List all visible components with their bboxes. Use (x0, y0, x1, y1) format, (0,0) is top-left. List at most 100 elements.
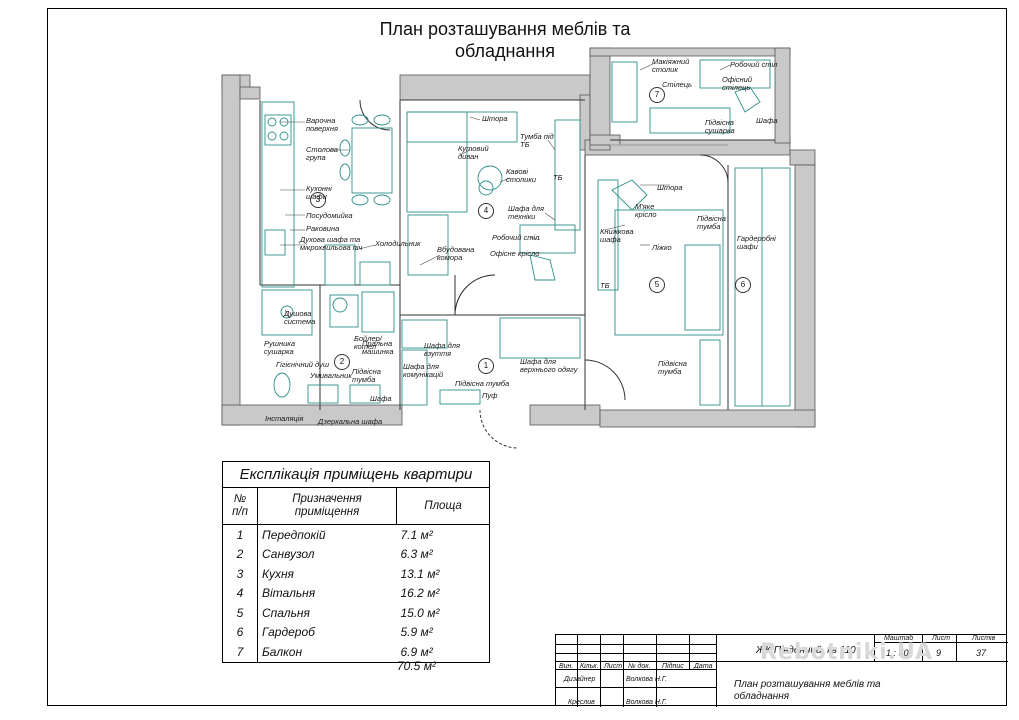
explication-row: 5 Спальня 15.0 м² (223, 603, 489, 623)
col-name: Призначення приміщення (257, 488, 397, 525)
label-pralna: Пральна машинка (362, 339, 394, 356)
explication-row: 7 Балкон 6.9 м² (223, 642, 489, 662)
wall-segment (221, 74, 241, 426)
drawing-frame (47, 8, 1007, 706)
page-title: План розташування меблів та обладнання (379, 19, 631, 61)
explication-cell-n: 4 (223, 583, 258, 603)
sheets-value: 37 (976, 648, 987, 658)
explication-grid: № п/п Призначення приміщення Площа 1 Пере… (223, 488, 489, 662)
label-varochna: Варочна поверхня (306, 116, 339, 133)
wall-segment (794, 164, 816, 428)
label-pidvisna-tumba-1: Підвісна тумба (352, 367, 381, 384)
project-name: ЖК Південний, кв 110 (756, 645, 856, 656)
explication-cell-n: 7 (223, 642, 258, 662)
label-kholod: Холодильник (375, 239, 421, 248)
wall-segment (399, 74, 591, 101)
explication-cell-area: 7.1 м² (400, 527, 433, 542)
label-ofisnyi-st: Офісний стілець (722, 75, 752, 92)
label-lizhko: Ліжко (652, 243, 672, 252)
label-posud: Посудомийка (306, 211, 353, 220)
label-shafa-verkh: Шафа для верхнього одягу (520, 357, 578, 374)
wall-segment (789, 149, 816, 166)
label-pidvisna-tumba-2: Підвісна тумба (697, 214, 726, 231)
label-stilets: Стілець (662, 80, 692, 89)
room-number: 6 (735, 277, 751, 293)
label-instal: Інсталяція (265, 414, 304, 423)
explication-cell-area: 6.3 м² (400, 547, 433, 562)
label-rakovyna: Раковина (306, 224, 340, 233)
label-tb-2: ТБ (600, 281, 610, 290)
room-number: 7 (649, 87, 665, 103)
sheet-value: 9 (936, 648, 942, 658)
label-shafa-tekhn: Шафа для техніки (508, 204, 544, 221)
title-block: Вин. Кільк. Лист № док. Підпис Дата Диза… (555, 634, 1008, 707)
explication-cell-n: 6 (223, 622, 258, 642)
explication-row: 6 Гардероб 5.9 м² (223, 622, 489, 642)
label-pidvisna-tumba-3: Підвісна тумба (658, 359, 687, 376)
wall-segment (221, 404, 403, 426)
explication-cell-name: Вітальня (262, 586, 316, 601)
explication-table: Експлікація приміщень квартири № п/п При… (222, 461, 490, 663)
explication-cell-name: Балкон (262, 644, 303, 659)
explication-cell-area: 15.0 м² (400, 605, 440, 620)
drawing-name: План розташування меблів та обладнання (734, 679, 881, 702)
label-puf: Пуф (482, 391, 498, 400)
explication-cell-name: Передпокій (262, 527, 326, 542)
wall-segment (239, 86, 261, 100)
label-umyv: Умивальник (310, 371, 352, 380)
explication-cell-area: 13.1 м² (400, 566, 440, 581)
explication-cell-n: 5 (223, 603, 258, 623)
explication-cell-n: 3 (223, 564, 258, 584)
explication-cell-n: 1 (223, 524, 258, 545)
wall-segment (529, 404, 601, 426)
explication-header-row: № п/п Призначення приміщення Площа (223, 488, 489, 525)
label-dukhova: Духова шафа та мікрохвильова піч (300, 235, 363, 252)
label-robochyi-1: Робочий стіл (492, 233, 540, 242)
label-shafa-small: Шафа (370, 394, 392, 403)
col-area: Площа (396, 488, 489, 525)
label-shafa-komun: Шафа для комунікацій (403, 362, 444, 379)
explication-row: 2 Санвузол 6.3 м² (223, 544, 489, 564)
wall-segment (599, 409, 816, 428)
label-shafa-vzuttya: Шафа для взуття (424, 341, 460, 358)
wall-segment (774, 47, 791, 144)
label-makiyazh: Макіяжний столик (652, 57, 690, 74)
label-pidvisna-tumba: Підвісна тумба (455, 379, 510, 388)
label-stolova: Столова група (306, 145, 338, 162)
room-number: 4 (478, 203, 494, 219)
label-myake: М'яке крісло (635, 202, 657, 219)
watermark: Rebotniki.UA (760, 640, 934, 665)
explication-cell-name: Санвузол (262, 547, 315, 562)
explication-cell-name: Спальня (262, 605, 310, 620)
label-pidvisna-sush: Підвісна сушарка (705, 118, 735, 135)
label-garderob: Гардеробні шафи (737, 234, 776, 251)
label-robochyi-2: Робочий стіл (730, 60, 778, 69)
label-tumba-tv: Тумба під ТБ (520, 132, 554, 149)
explication-row: 1 Передпокій 7.1 м² (223, 524, 489, 545)
explication-cell-area: 6.9 м² (400, 644, 433, 659)
wall-segment (589, 47, 791, 57)
room-number: 5 (649, 277, 665, 293)
label-kukhonni: Кухонні шафи (306, 184, 332, 201)
label-tb-1: ТБ (553, 173, 563, 182)
explication-cell-name: Кухня (262, 566, 294, 581)
explication-cell-name: Гардероб (262, 625, 315, 640)
room-number: 1 (478, 358, 494, 374)
explication-row: 3 Кухня 13.1 м² (223, 564, 489, 584)
scale-value: 1 : 50 (886, 648, 909, 658)
label-shtora-2: Штора (657, 183, 683, 192)
label-dzerkal: Дзеркальна шафа (318, 417, 383, 426)
label-dush: Душова система (284, 309, 316, 326)
label-kavovi: Кавові столики (506, 167, 537, 184)
label-rushnyk: Рушника сушарка (264, 339, 295, 356)
explication-cell-area: 16.2 м² (400, 586, 440, 601)
col-num: № п/п (223, 488, 258, 525)
room-number: 3 (310, 192, 326, 208)
label-shafa-balk: Шафа (756, 116, 778, 125)
label-ofisne-1: Офісне крісло (490, 249, 540, 258)
explication-cell-n: 2 (223, 544, 258, 564)
explication-cell-area: 5.9 м² (400, 625, 433, 640)
explication-row: 4 Вітальня 16.2 м² (223, 583, 489, 603)
explication-rows: 1 Передпокій 7.1 м² 2 Санвузол 6.3 м² 3 Кухня 13… (223, 524, 489, 662)
